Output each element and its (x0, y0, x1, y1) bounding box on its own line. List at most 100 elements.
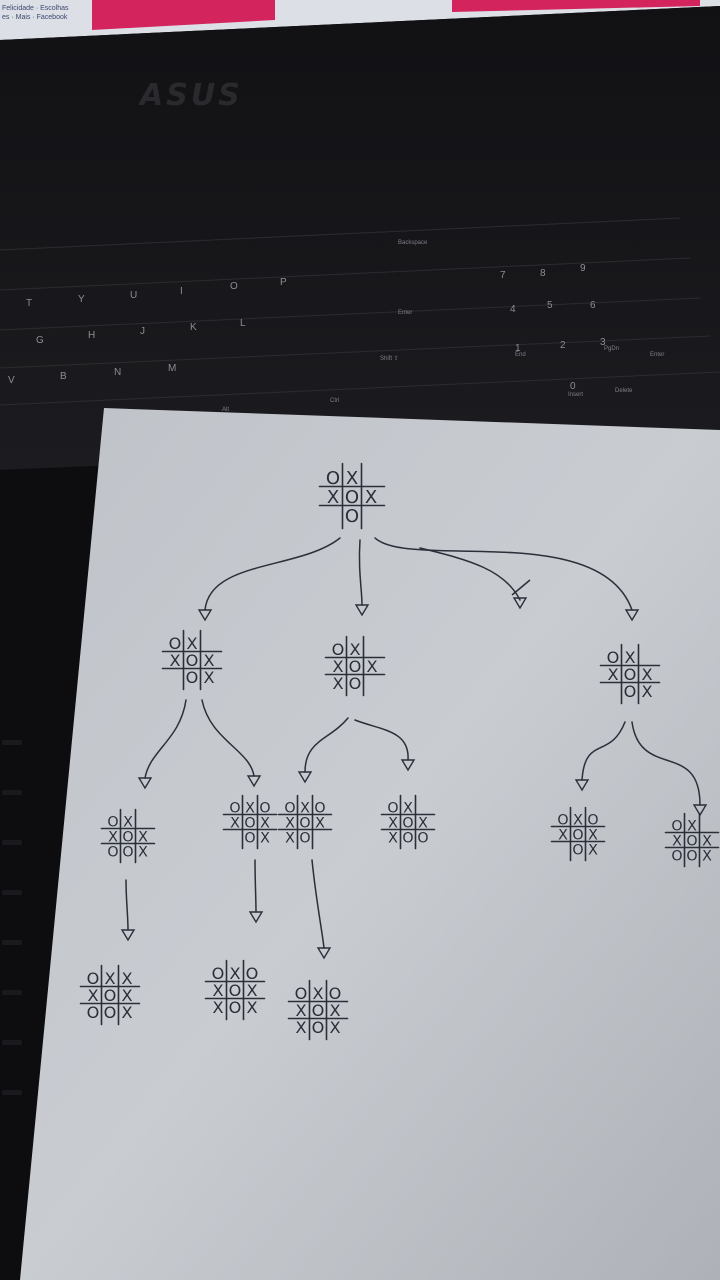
board-mark: O (686, 833, 697, 849)
key-label: Insert (568, 392, 584, 398)
board-mark: O (332, 640, 345, 659)
board-mark: X (121, 986, 132, 1005)
board-mark: O (107, 814, 118, 830)
board-mark: O (104, 1003, 117, 1022)
board-mark: X (229, 964, 240, 983)
key-label: H (88, 330, 96, 341)
key-label: N (114, 367, 122, 378)
board-mark: O (229, 998, 242, 1017)
board-mark: O (326, 468, 340, 489)
board-mark: X (203, 651, 214, 670)
board-mark: O (107, 844, 118, 860)
board-mark: X (607, 665, 618, 684)
board-mark: X (332, 657, 343, 676)
board-mark: X (121, 1003, 132, 1022)
key-label: Ctrl (330, 398, 340, 404)
key-label: End (515, 352, 526, 358)
board-mark: X (246, 998, 257, 1017)
board-mark: O (284, 800, 295, 816)
key-label: Alt (222, 407, 230, 413)
board-mark: X (295, 1018, 306, 1037)
board-mark: O (402, 815, 413, 831)
key-label: J (140, 326, 145, 337)
board-mark: O (244, 815, 255, 831)
board-mark: X (687, 818, 697, 834)
key-label: 1 (515, 343, 521, 354)
board-mark: X (573, 812, 583, 828)
key-label: M (168, 363, 177, 374)
board-mark: X (230, 815, 240, 831)
tree-arrow (631, 721, 708, 817)
board-mark: O (229, 981, 242, 1000)
key-label: Y (78, 294, 85, 305)
tree-arrow (311, 859, 332, 960)
key-label: G (36, 335, 44, 346)
key-label: PgDn (604, 346, 620, 352)
board-mark: X (327, 487, 339, 508)
board-mark: O (186, 651, 199, 670)
board-mark: X (312, 984, 323, 1003)
board-mark: O (572, 827, 583, 843)
board-mark: O (169, 634, 182, 653)
board-mark: O (87, 969, 100, 988)
board-mark: O (417, 830, 428, 846)
keyboard-grid (0, 217, 720, 406)
tree-arrow (197, 537, 341, 622)
prune-mark (511, 579, 531, 596)
key-label: O (230, 281, 238, 292)
screen-pink-banner (92, 0, 275, 30)
board-mark: O (345, 506, 359, 527)
board-mark: X (108, 829, 118, 845)
board-mark: O (671, 818, 682, 834)
board-mark: X (403, 800, 413, 816)
board-mark: X (388, 830, 398, 846)
key-label: 6 (590, 300, 596, 311)
board-mark: X (285, 830, 295, 846)
board-mark: X (285, 815, 295, 831)
board-mark: O (244, 830, 255, 846)
board-mark: X (641, 665, 652, 684)
board-mark: X (558, 827, 568, 843)
key-label: Delete (615, 388, 633, 394)
tree-arrow (248, 859, 264, 924)
board-mark: X (418, 815, 428, 831)
board-mark: X (332, 674, 343, 693)
board-mark: X (245, 800, 255, 816)
board-mark: O (299, 830, 310, 846)
board-mark: X (346, 468, 358, 489)
laptop-body (0, 6, 720, 470)
screen-pink-banner-right (452, 0, 700, 12)
key-label: 4 (510, 304, 516, 315)
board-mark: X (246, 981, 257, 1000)
key-label: 3 (600, 337, 606, 348)
board-mark: O (624, 665, 637, 684)
board-mark: O (122, 829, 133, 845)
key-label: L (240, 318, 246, 329)
board-mark: X (138, 829, 148, 845)
board-mark: X (315, 815, 325, 831)
board-mark: O (686, 848, 697, 864)
board-mark: O (387, 800, 398, 816)
key-label: 8 (540, 268, 546, 279)
board-mark: O (87, 1003, 100, 1022)
board-mark: O (122, 844, 133, 860)
board-mark: O (345, 487, 359, 508)
tree-arrow (574, 721, 626, 792)
board-mark: X (169, 651, 180, 670)
board-mark: X (138, 844, 148, 860)
key-label: 5 (547, 300, 553, 311)
key-label: 2 (560, 340, 566, 351)
tree-arrow (120, 879, 136, 942)
board-mark: O (299, 815, 310, 831)
board-mark: X (295, 1001, 306, 1020)
key-label: 0 (570, 381, 576, 392)
